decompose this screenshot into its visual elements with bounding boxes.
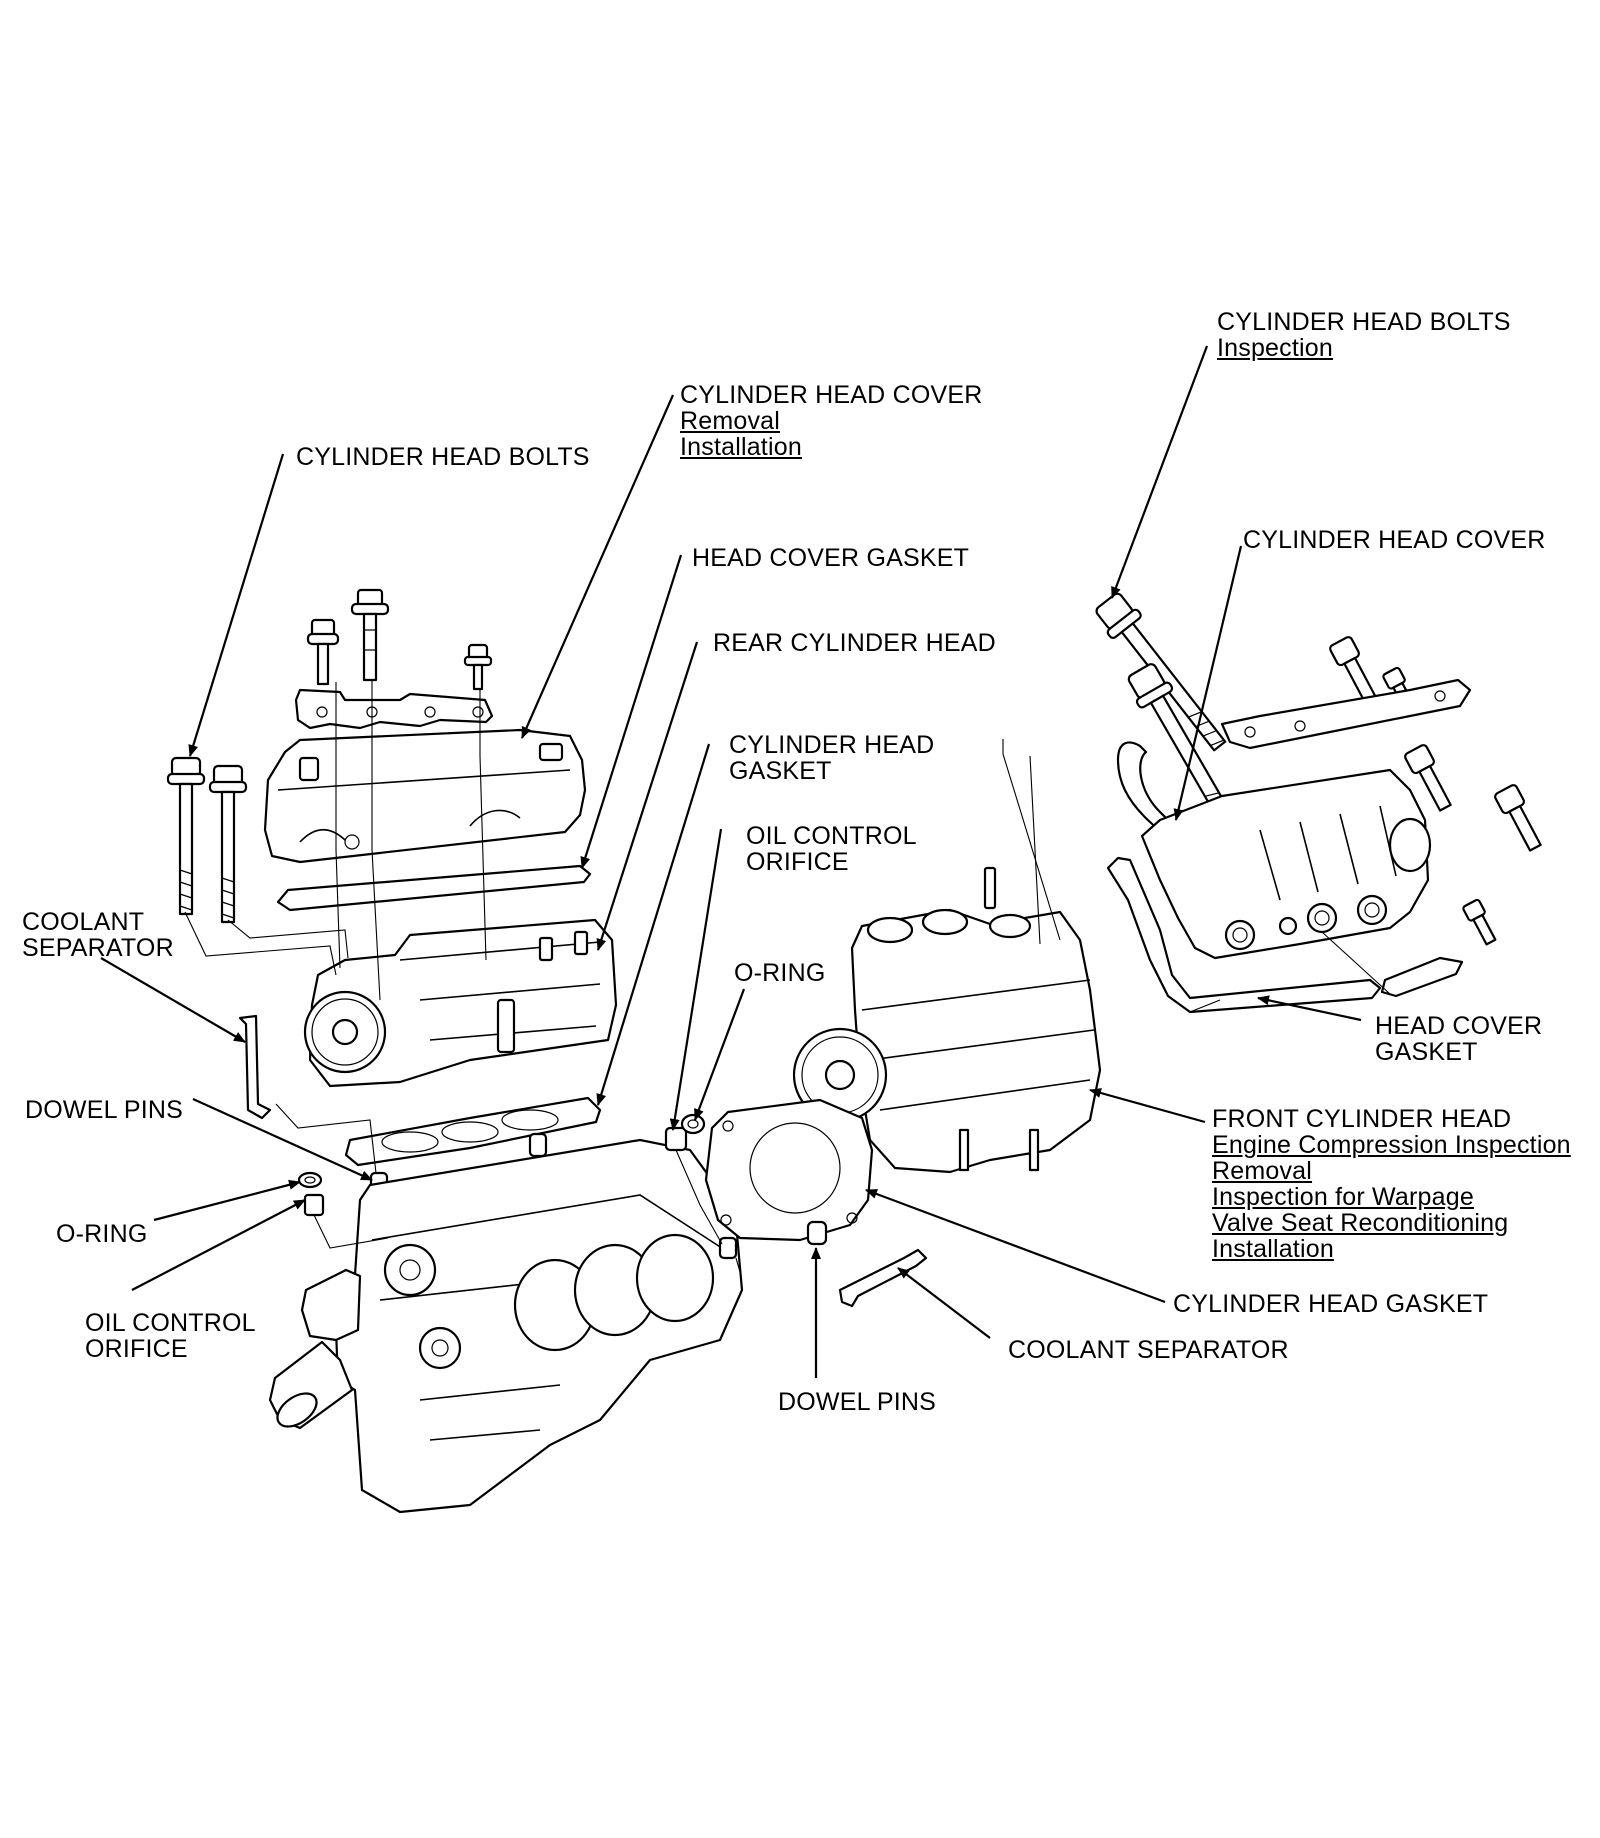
label-line: ORIFICE bbox=[85, 1335, 188, 1363]
left-oil-control-orifice bbox=[303, 1193, 325, 1217]
label-left-head-gasket: CYLINDER HEAD GASKET bbox=[729, 732, 934, 784]
leader-left-cover-gasket bbox=[580, 554, 683, 869]
label-line: HEAD COVER bbox=[1375, 1012, 1543, 1040]
leader-left-head-cover bbox=[520, 394, 675, 739]
label-line: FRONT CYLINDER HEAD bbox=[1212, 1105, 1512, 1133]
link-engine-compression-inspection[interactable]: Engine Compression Inspection bbox=[1212, 1131, 1571, 1159]
upper-oil-control-orifice bbox=[664, 1126, 688, 1152]
leader-lines bbox=[100, 345, 1362, 1378]
link-inspection-for-warpage[interactable]: Inspection for Warpage bbox=[1212, 1183, 1474, 1211]
link-valve-seat-reconditioning[interactable]: Valve Seat Reconditioning bbox=[1212, 1209, 1509, 1237]
label-line: COOLANT bbox=[22, 908, 145, 936]
leader-left-coolant-separator bbox=[100, 957, 246, 1043]
left-dowel-pin bbox=[528, 1132, 548, 1158]
right-cover-bolts bbox=[1329, 636, 1542, 946]
label-line: HEAD COVER GASKET bbox=[692, 544, 970, 572]
front-cylinder-head bbox=[850, 908, 1102, 1174]
label-right-head-gasket: CYLINDER HEAD GASKET bbox=[1173, 1291, 1488, 1317]
label-left-cover-gasket: HEAD COVER GASKET bbox=[692, 545, 969, 571]
block-bracket bbox=[300, 1268, 362, 1342]
label-upper-o-ring: O-RING bbox=[734, 960, 825, 986]
label-right-dowel-pins: DOWEL PINS bbox=[778, 1389, 936, 1415]
right-coolant-separator bbox=[838, 1248, 928, 1308]
link-removal[interactable]: Removal bbox=[680, 407, 781, 435]
right-cover-bracket bbox=[1220, 678, 1472, 750]
oil-filler-cap bbox=[1388, 817, 1432, 873]
left-coolant-separator bbox=[238, 1014, 272, 1120]
label-line: CYLINDER HEAD GASKET bbox=[1173, 1290, 1489, 1318]
label-line: GASKET bbox=[729, 757, 832, 785]
label-line: O-RING bbox=[56, 1220, 148, 1248]
leader-right-coolant-separator bbox=[897, 1267, 991, 1339]
label-line: GASKET bbox=[1375, 1038, 1478, 1066]
front-head-cover bbox=[1140, 768, 1430, 960]
label-rear-cylinder-head: REAR CYLINDER HEAD bbox=[713, 630, 996, 656]
right-dowel-pin bbox=[806, 1220, 828, 1246]
label-right-head-cover: CYLINDER HEAD COVER bbox=[1243, 527, 1545, 553]
label-line: COOLANT SEPARATOR bbox=[1008, 1336, 1289, 1364]
leader-right-head-gasket bbox=[865, 1188, 1166, 1304]
label-line: OIL CONTROL bbox=[746, 822, 917, 850]
label-left-head-cover: CYLINDER HEAD COVER Removal Installation bbox=[680, 382, 982, 460]
label-line: REAR CYLINDER HEAD bbox=[713, 629, 996, 657]
leader-rear-cylinder-head bbox=[596, 641, 699, 951]
label-line: CYLINDER HEAD COVER bbox=[680, 381, 983, 409]
rear-cylinder-head bbox=[308, 918, 618, 1088]
leader-left-oil-orifice bbox=[131, 1199, 306, 1291]
leader-right-cover-gasket bbox=[1257, 995, 1362, 1022]
label-right-head-bolts: CYLINDER HEAD BOLTS Inspection bbox=[1217, 309, 1511, 361]
upper-o-ring bbox=[680, 1113, 706, 1135]
left-cover-bolts bbox=[306, 588, 493, 691]
link-inspection[interactable]: Inspection bbox=[1217, 334, 1333, 362]
leader-left-dowel-pins bbox=[192, 1097, 373, 1182]
label-line: O-RING bbox=[734, 959, 826, 987]
leader-left-head-bolts bbox=[188, 453, 285, 757]
leader-upper-oil-orifice bbox=[669, 828, 723, 1131]
leader-right-head-bolts bbox=[1110, 345, 1209, 599]
leader-upper-o-ring bbox=[693, 988, 746, 1121]
leader-right-head-cover bbox=[1173, 545, 1243, 821]
label-left-o-ring: O-RING bbox=[56, 1221, 147, 1247]
label-left-head-bolts: CYLINDER HEAD BOLTS bbox=[296, 444, 590, 470]
label-left-dowel-pins: DOWEL PINS bbox=[25, 1097, 183, 1123]
assembly-guide-lines bbox=[184, 680, 1391, 1273]
right-dowel-pin bbox=[718, 1236, 738, 1260]
front-head-cover-gasket bbox=[1106, 856, 1382, 1014]
label-line: DOWEL PINS bbox=[778, 1388, 937, 1416]
link-installation[interactable]: Installation bbox=[1212, 1235, 1334, 1263]
label-upper-oil-orifice: OIL CONTROL ORIFICE bbox=[746, 823, 917, 875]
front-cylinder-head-gasket bbox=[704, 1098, 874, 1242]
left-o-ring bbox=[297, 1171, 323, 1189]
label-line: SEPARATOR bbox=[22, 934, 174, 962]
label-line: DOWEL PINS bbox=[25, 1096, 184, 1124]
label-left-coolant-separator: COOLANT SEPARATOR bbox=[22, 909, 174, 961]
label-left-oil-orifice: OIL CONTROL ORIFICE bbox=[85, 1310, 256, 1362]
leader-left-o-ring bbox=[153, 1179, 301, 1222]
label-line: ORIFICE bbox=[746, 848, 849, 876]
rear-head-cover bbox=[263, 728, 587, 864]
leader-front-cylinder-head bbox=[1089, 1088, 1206, 1124]
label-line: CYLINDER HEAD bbox=[729, 731, 935, 759]
link-removal[interactable]: Removal bbox=[1212, 1157, 1313, 1185]
label-line: CYLINDER HEAD BOLTS bbox=[296, 443, 590, 471]
label-line: CYLINDER HEAD COVER bbox=[1243, 526, 1546, 554]
label-right-cover-gasket: HEAD COVER GASKET bbox=[1375, 1013, 1542, 1065]
rear-head-cover-gasket bbox=[276, 864, 592, 912]
leader-left-head-gasket bbox=[596, 743, 711, 1106]
rear-cylinder-head-gasket bbox=[344, 1096, 602, 1167]
label-right-coolant-separator: COOLANT SEPARATOR bbox=[1008, 1337, 1289, 1363]
left-head-bolts bbox=[166, 756, 248, 924]
label-line: CYLINDER HEAD BOLTS bbox=[1217, 308, 1511, 336]
label-front-cylinder-head: FRONT CYLINDER HEAD Engine Compression I… bbox=[1212, 1106, 1571, 1262]
label-line: OIL CONTROL bbox=[85, 1309, 256, 1337]
right-small-bracket bbox=[1380, 956, 1464, 998]
link-installation[interactable]: Installation bbox=[680, 433, 802, 461]
cover-bracket bbox=[294, 688, 494, 730]
